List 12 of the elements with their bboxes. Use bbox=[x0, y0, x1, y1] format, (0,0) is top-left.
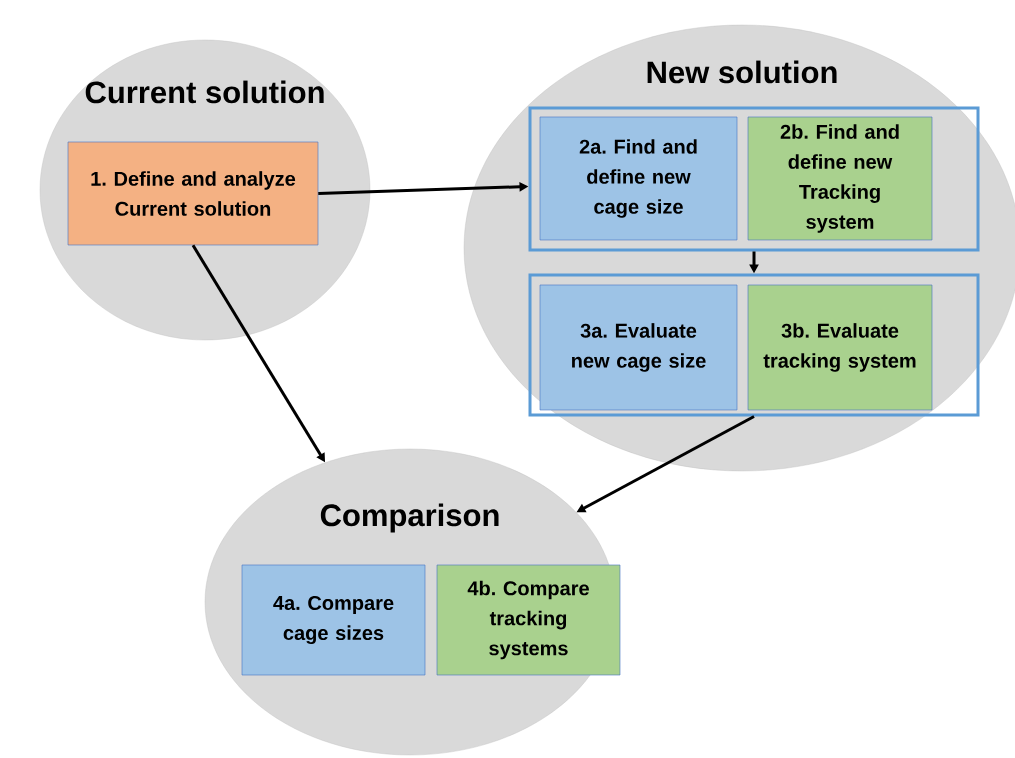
region-heading: Comparison bbox=[320, 503, 499, 533]
process-box: 1. Define and analyze Current solution bbox=[67, 141, 319, 246]
region-heading: New solution bbox=[647, 60, 837, 84]
region-heading: Current solution bbox=[85, 80, 324, 104]
process-box: 4b. Compare tracking systems bbox=[436, 564, 621, 676]
process-box: 3a. Evaluate new cage size bbox=[539, 284, 738, 411]
process-box: 2b. Find and define new Tracking system bbox=[747, 116, 933, 241]
process-box: 4a. Compare cage sizes bbox=[241, 564, 426, 676]
group-frame bbox=[528, 273, 980, 417]
process-box: 2a. Find and define new cage size bbox=[539, 116, 738, 241]
group-frame bbox=[528, 106, 980, 252]
process-box: 3b. Evaluate tracking system bbox=[747, 284, 933, 411]
